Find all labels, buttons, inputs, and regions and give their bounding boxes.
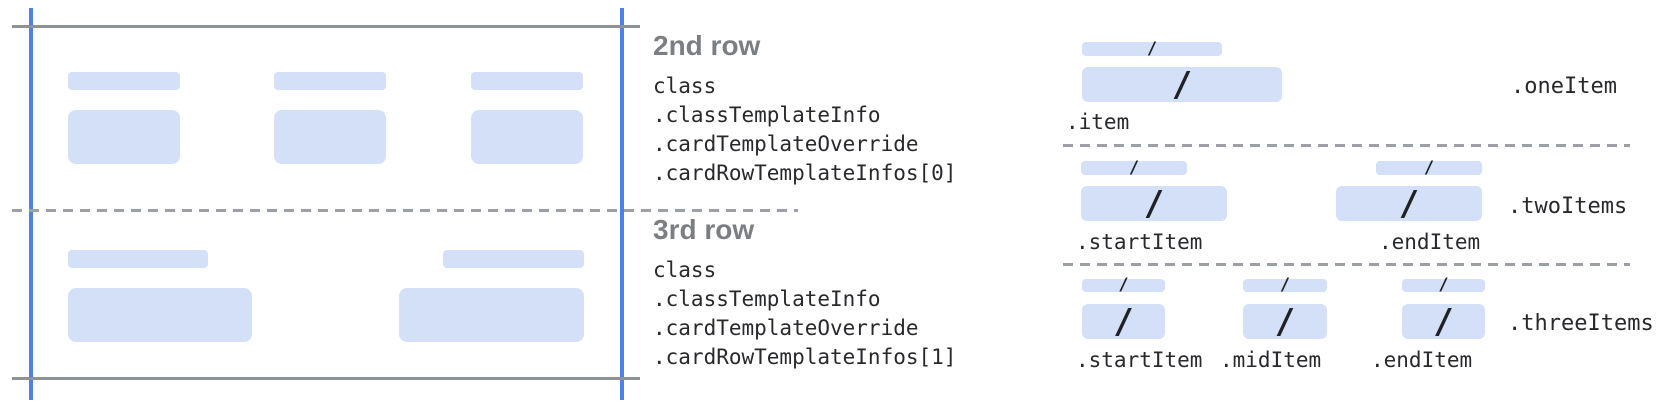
slash-icon: / [1438, 275, 1449, 295]
threeitems-enditem-value-bar: / [1402, 304, 1485, 339]
card-right-margin-line [620, 8, 624, 400]
card-top-boundary-line [12, 25, 640, 28]
oneitem-section-label: .oneItem [1511, 74, 1617, 99]
row2-heading: 2nd row [653, 30, 761, 61]
row3-code-block: class .classTemplateInfo .cardTemplateOv… [653, 256, 956, 372]
twoitems-section-label: .twoItems [1508, 194, 1628, 219]
threeitems-startitem-label: .startItem [1076, 348, 1203, 372]
code-line: .cardTemplateOverride [653, 132, 919, 156]
threeitems-section-label: .threeItems [1508, 311, 1654, 336]
card-row-divider-dashed-line [12, 209, 798, 212]
row3-start-value-placeholder [68, 288, 252, 342]
threeitems-miditem-label-bar: / [1243, 275, 1327, 295]
row2-col1-label-placeholder [68, 72, 180, 90]
threeitems-enditem-label-bar: / [1402, 275, 1485, 295]
row2-col2-value-placeholder [274, 110, 386, 164]
twoitems-enditem-label: .endItem [1379, 230, 1481, 254]
code-line: .cardRowTemplateInfos[0] [653, 161, 957, 185]
slash-icon: / [1171, 64, 1193, 105]
code-line: .classTemplateInfo [653, 287, 881, 311]
threeitems-startitem-value-bar: / [1082, 304, 1165, 339]
row3-heading: 3rd row [653, 214, 755, 245]
row2-col3-value-placeholder [471, 110, 583, 164]
oneitem-item-label: .item [1066, 110, 1130, 134]
slash-icon: / [1146, 38, 1158, 59]
slash-icon: / [1128, 157, 1140, 178]
threeitems-enditem-label: .endItem [1371, 348, 1473, 372]
twoitems-enditem-value-bar: / [1336, 186, 1482, 221]
card-bottom-boundary-line [12, 377, 640, 380]
threeitems-miditem-value-bar: / [1243, 304, 1327, 339]
threeitems-startitem-label-bar: / [1082, 275, 1165, 295]
row3-start-label-placeholder [68, 250, 208, 268]
slash-icon: / [1433, 301, 1454, 342]
row2-code-block: class .classTemplateInfo .cardTemplateOv… [653, 72, 956, 188]
twoitems-startitem-value-bar: / [1081, 186, 1227, 221]
twoitems-enditem-label-bar: / [1376, 157, 1482, 178]
slash-icon: / [1118, 275, 1129, 295]
template-separator-dashed-line [1063, 144, 1630, 147]
code-line: class [653, 258, 717, 282]
row2-col2-label-placeholder [274, 72, 386, 90]
slash-icon: / [1398, 183, 1420, 224]
code-line: .classTemplateInfo [653, 103, 881, 127]
slash-icon: / [1274, 301, 1296, 342]
slash-icon: / [1143, 183, 1165, 224]
twoitems-startitem-label: .startItem [1076, 230, 1203, 254]
slash-icon: / [1113, 301, 1134, 342]
card-left-margin-line [29, 8, 33, 400]
row2-col3-label-placeholder [471, 72, 583, 90]
threeitems-miditem-label: .midItem [1220, 348, 1322, 372]
code-line: class [653, 74, 717, 98]
slash-icon: / [1423, 157, 1435, 178]
oneitem-item-label-bar: / [1082, 38, 1222, 59]
template-separator-dashed-line [1063, 263, 1630, 266]
oneitem-item-value-bar: / [1082, 67, 1282, 102]
twoitems-startitem-label-bar: / [1081, 157, 1187, 178]
code-line: .cardRowTemplateInfos[1] [653, 345, 957, 369]
code-line: .cardTemplateOverride [653, 316, 919, 340]
row3-end-value-placeholder [399, 288, 584, 342]
row3-end-label-placeholder [443, 250, 584, 268]
row2-col1-value-placeholder [68, 110, 180, 164]
slash-icon: / [1279, 275, 1291, 295]
